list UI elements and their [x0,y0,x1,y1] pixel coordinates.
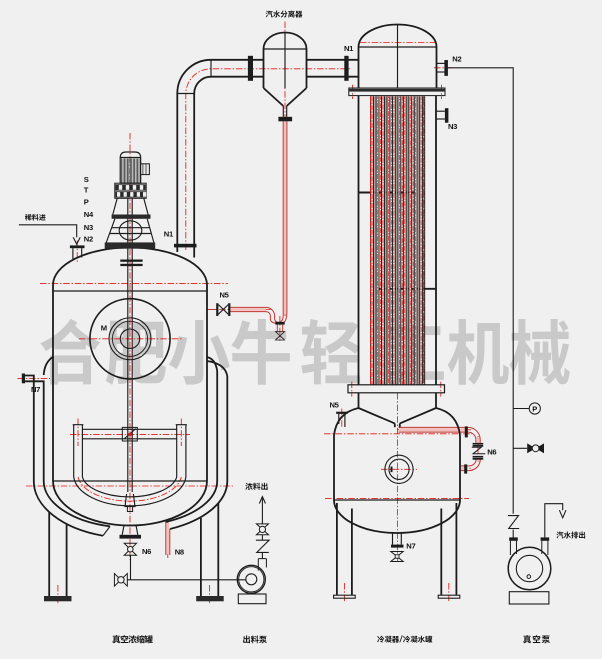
svg-text:N7: N7 [406,542,415,551]
svg-text:N1: N1 [164,230,174,239]
svg-text:N6: N6 [487,448,496,457]
svg-text:S: S [84,175,89,184]
svg-text:N3: N3 [84,223,93,232]
svg-text:N7: N7 [31,385,40,394]
svg-text:T: T [84,185,89,194]
svg-text:N8: N8 [175,548,184,557]
svg-text:N2: N2 [452,55,461,64]
svg-text:M: M [101,324,107,333]
svg-text:P: P [532,404,537,413]
svg-text:N4: N4 [84,210,94,219]
svg-text:N1: N1 [344,44,354,53]
svg-text:N5: N5 [220,291,230,300]
svg-text:P: P [84,198,89,207]
svg-text:N3: N3 [448,122,457,131]
svg-text:N5: N5 [330,401,340,410]
svg-text:N2: N2 [84,234,93,243]
svg-text:N6: N6 [142,547,151,556]
